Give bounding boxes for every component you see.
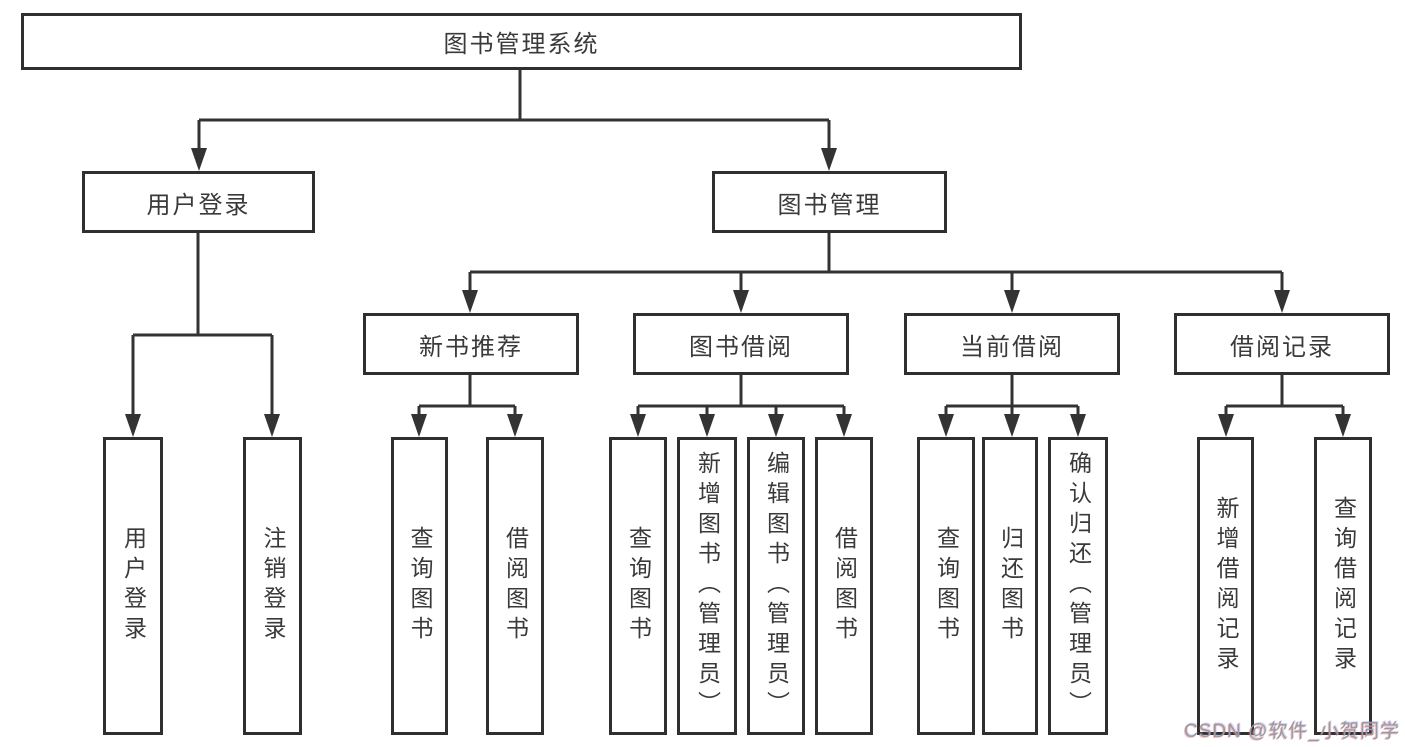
leaf-edit-books-admin: 编辑图书（管理员） xyxy=(747,437,805,735)
arrowhead-icon xyxy=(462,290,478,313)
leaf-query-books: 查询图书 xyxy=(917,437,975,735)
arrowhead-icon xyxy=(191,148,207,171)
arrowhead-icon xyxy=(1274,290,1290,313)
arrowhead-icon xyxy=(630,414,646,437)
arrowhead-icon xyxy=(733,290,749,313)
arrowhead-icon xyxy=(411,414,427,437)
node-borrowing-records: 借阅记录 xyxy=(1174,313,1390,375)
leaf-logout: 注销登录 xyxy=(243,437,302,735)
node-book-management: 图书管理 xyxy=(712,171,947,233)
leaf-query-books: 查询图书 xyxy=(391,437,448,735)
arrowhead-icon xyxy=(125,414,141,437)
node-current-borrowing: 当前借阅 xyxy=(904,313,1120,375)
leaf-query-books: 查询图书 xyxy=(609,437,667,735)
leaf-add-books-admin: 新增图书（管理员） xyxy=(677,437,737,735)
leaf-borrow-books: 借阅图书 xyxy=(815,437,873,735)
leaf-user-login: 用户登录 xyxy=(103,437,163,735)
arrowhead-icon xyxy=(1004,414,1020,437)
arrowhead-icon xyxy=(1070,414,1086,437)
leaf-add-borrow-record: 新增借阅记录 xyxy=(1197,437,1254,735)
arrowhead-icon xyxy=(821,148,837,171)
node-user-login: 用户登录 xyxy=(82,171,315,233)
leaf-query-borrow-record: 查询借阅记录 xyxy=(1314,437,1372,735)
arrowhead-icon xyxy=(1218,414,1234,437)
leaf-return-books: 归还图书 xyxy=(982,437,1038,735)
arrowhead-icon xyxy=(768,414,784,437)
arrowhead-icon xyxy=(264,414,280,437)
arrowhead-icon xyxy=(938,414,954,437)
csdn-watermark: CSDN @软件_小贺同学 xyxy=(1184,721,1400,742)
arrowhead-icon xyxy=(1335,414,1351,437)
arrowhead-icon xyxy=(699,414,715,437)
leaf-confirm-return-admin: 确认归还（管理员） xyxy=(1048,437,1108,735)
arrowhead-icon xyxy=(836,414,852,437)
node-library-management-system: 图书管理系统 xyxy=(21,13,1022,70)
node-book-borrowing: 图书借阅 xyxy=(633,313,849,375)
node-new-book-recommendation: 新书推荐 xyxy=(363,313,579,375)
arrowhead-icon xyxy=(507,414,523,437)
arrowhead-icon xyxy=(1004,290,1020,313)
leaf-borrow-books: 借阅图书 xyxy=(486,437,544,735)
